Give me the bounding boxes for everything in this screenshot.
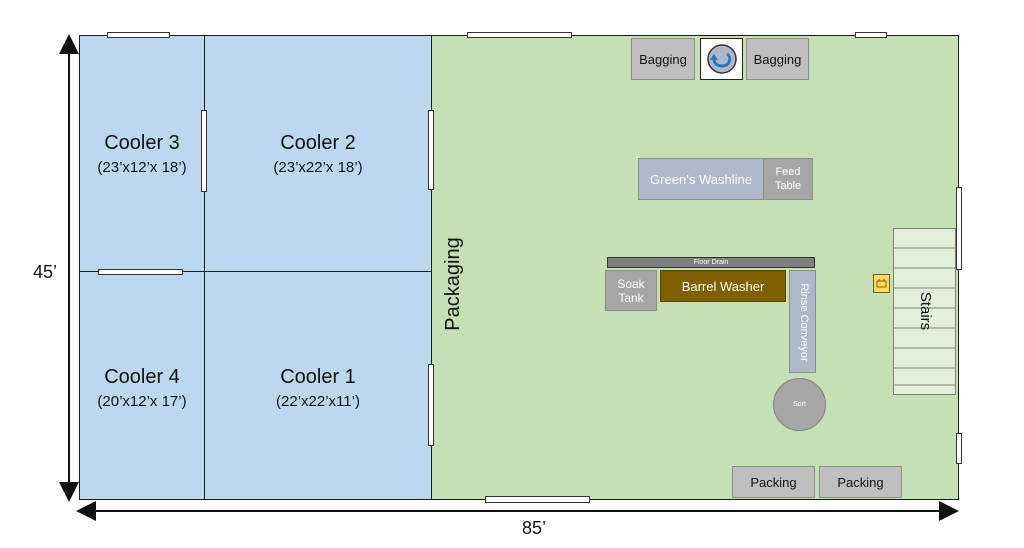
rinse-conveyor-label: Rinse Conveyor [798, 283, 810, 362]
cooler-2-dims: (23’x22’x 18’) [273, 159, 363, 176]
cooler-1: Cooler 1 (22’x22’x11’) [204, 271, 432, 500]
packaging-label: Packaging [442, 237, 464, 331]
cooler-3: Cooler 3 (23’x12’x 18’) [79, 35, 205, 272]
door-packaging-top-left [467, 32, 572, 38]
electrical-panel [873, 274, 890, 293]
cooler-2: Cooler 2 (23’x22’x 18’) [204, 35, 432, 272]
cooler-1-name: Cooler 1 [280, 366, 356, 388]
bagging-station-left: Bagging [631, 38, 695, 80]
rinse-conveyor: Rinse Conveyor [789, 270, 816, 373]
soak-tank: Soak Tank [605, 270, 657, 311]
bagging-carousel [700, 38, 743, 80]
barrel-washer: Barrel Washer [660, 270, 786, 302]
door-cooler-3-to-4 [98, 269, 183, 275]
cooler-4: Cooler 4 (20’x12’x 17’) [79, 271, 205, 500]
packing-station-left: Packing [732, 466, 815, 498]
stairs: Stairs [893, 228, 956, 395]
door-packaging-bottom [485, 496, 590, 503]
stairs-label: Stairs [917, 291, 934, 331]
stair-treads [894, 247, 955, 386]
door-packaging-right-lower [956, 433, 962, 464]
door-cooler-2-to-packaging [428, 110, 434, 190]
cooler-1-dims: (22’x22’x11’) [276, 393, 360, 410]
panel-icon [876, 279, 887, 288]
width-dimension-label: 85’ [522, 518, 547, 538]
door-packaging-top-right [855, 32, 887, 38]
door-packaging-right-upper [956, 187, 962, 270]
door-cooler-1-to-packaging [428, 364, 434, 446]
height-dimension-label: 45’ [33, 262, 58, 282]
cooler-4-name: Cooler 4 [104, 366, 180, 388]
feed-table: Feed Table [763, 158, 813, 200]
door-cooler-3-to-2 [201, 110, 207, 192]
cooler-2-name: Cooler 2 [280, 132, 356, 154]
cooler-3-name: Cooler 3 [104, 132, 180, 154]
floor-drain: Floor Drain [607, 257, 815, 268]
cooler-4-dims: (20’x12’x 17’) [97, 393, 187, 410]
cooler-3-dims: (23’x12’x 18’) [97, 159, 187, 176]
bagging-station-right: Bagging [746, 38, 809, 80]
packing-station-right: Packing [819, 466, 902, 498]
rotate-icon [706, 44, 737, 74]
greens-washline: Green’s Washline [638, 158, 764, 200]
door-cooler-3-top [107, 32, 170, 38]
sort-table: Sort [773, 378, 826, 431]
